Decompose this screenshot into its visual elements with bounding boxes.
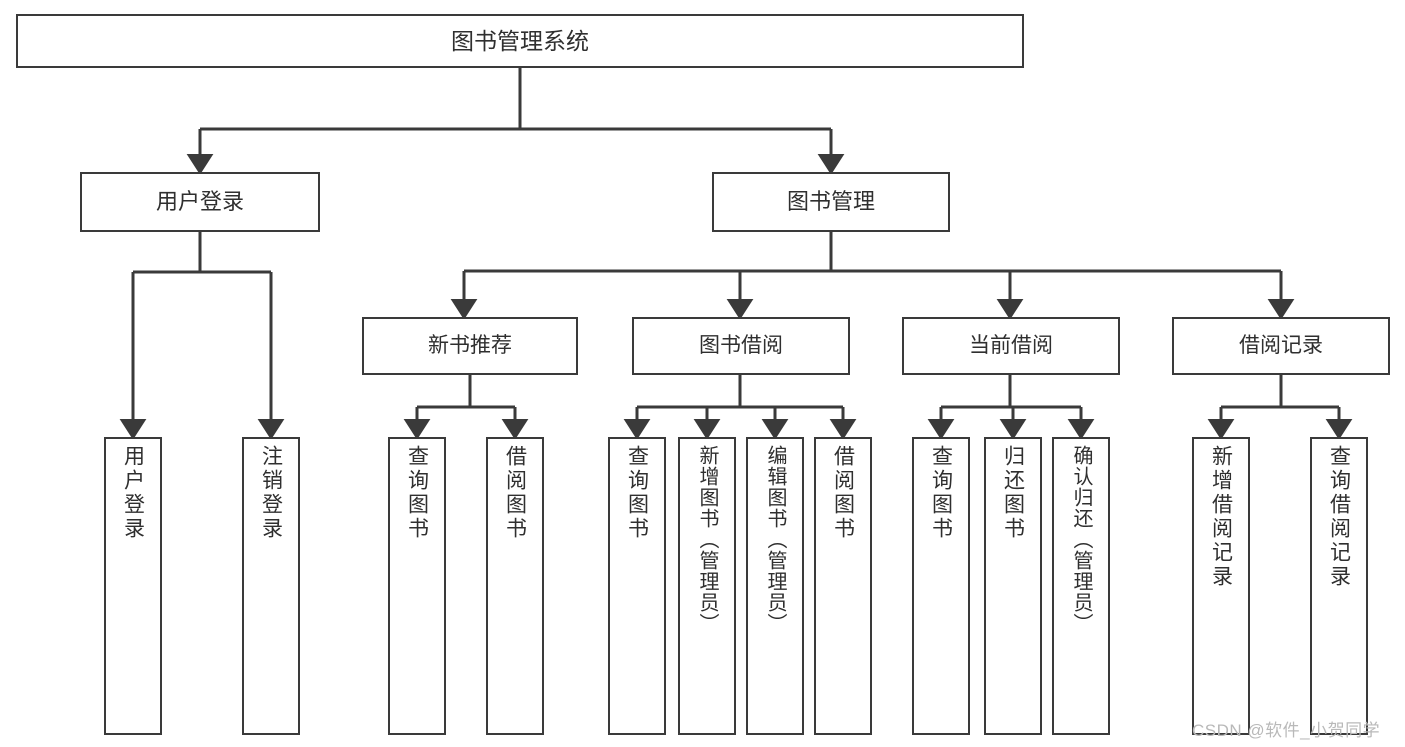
- node-leaf-borrow-book-rec[interactable]: 借阅图书: [486, 437, 544, 735]
- node-leaf-confirm-return[interactable]: 确认归还（管理员）: [1052, 437, 1110, 735]
- node-leaf-query-record[interactable]: 查询借阅记录: [1310, 437, 1368, 735]
- node-leaf-query-book-cur-label: 查询图书: [929, 445, 953, 541]
- node-leaf-query-book-rec-label: 查询图书: [405, 445, 429, 541]
- node-leaf-add-record[interactable]: 新增借阅记录: [1192, 437, 1250, 735]
- node-leaf-add-book[interactable]: 新增图书（管理员）: [678, 437, 736, 735]
- node-leaf-borrow-book-rec-label: 借阅图书: [503, 445, 527, 541]
- node-borrow-record[interactable]: 借阅记录: [1172, 317, 1390, 375]
- node-leaf-query-book-cur[interactable]: 查询图书: [912, 437, 970, 735]
- node-leaf-borrow-book[interactable]: 借阅图书: [814, 437, 872, 735]
- node-current-borrow[interactable]: 当前借阅: [902, 317, 1120, 375]
- node-new-book-recommend-label: 新书推荐: [428, 333, 512, 357]
- node-current-borrow-label: 当前借阅: [969, 333, 1053, 357]
- node-leaf-user-logout[interactable]: 注销登录: [242, 437, 300, 735]
- node-leaf-edit-book[interactable]: 编辑图书（管理员）: [746, 437, 804, 735]
- node-book-borrow-label: 图书借阅: [699, 333, 783, 357]
- node-leaf-query-book-borrow[interactable]: 查询图书: [608, 437, 666, 735]
- node-book-management-label: 图书管理: [786, 189, 875, 215]
- node-new-book-recommend[interactable]: 新书推荐: [362, 317, 578, 375]
- node-user-login-label: 用户登录: [155, 189, 244, 215]
- node-book-management[interactable]: 图书管理: [712, 172, 950, 232]
- node-leaf-add-record-label: 新增借阅记录: [1209, 445, 1233, 589]
- csdn-watermark: CSDN @软件_小贺同学: [1192, 721, 1381, 740]
- node-leaf-confirm-return-label: 确认归还（管理员）: [1070, 445, 1092, 634]
- node-book-borrow[interactable]: 图书借阅: [632, 317, 850, 375]
- node-root[interactable]: 图书管理系统: [16, 14, 1024, 68]
- node-user-login[interactable]: 用户登录: [80, 172, 320, 232]
- node-leaf-query-book-borrow-label: 查询图书: [625, 445, 649, 541]
- node-leaf-add-book-label: 新增图书（管理员）: [696, 445, 718, 634]
- node-borrow-record-label: 借阅记录: [1239, 333, 1323, 357]
- node-leaf-edit-book-label: 编辑图书（管理员）: [764, 445, 786, 634]
- node-leaf-return-book-label: 归还图书: [1001, 445, 1025, 541]
- node-leaf-user-login-label: 用户登录: [121, 445, 145, 541]
- node-leaf-query-book-rec[interactable]: 查询图书: [388, 437, 446, 735]
- node-root-label: 图书管理系统: [451, 27, 589, 54]
- node-leaf-query-record-label: 查询借阅记录: [1327, 445, 1351, 589]
- node-leaf-borrow-book-label: 借阅图书: [831, 445, 855, 541]
- node-leaf-user-login[interactable]: 用户登录: [104, 437, 162, 735]
- node-leaf-return-book[interactable]: 归还图书: [984, 437, 1042, 735]
- node-leaf-user-logout-label: 注销登录: [259, 445, 283, 541]
